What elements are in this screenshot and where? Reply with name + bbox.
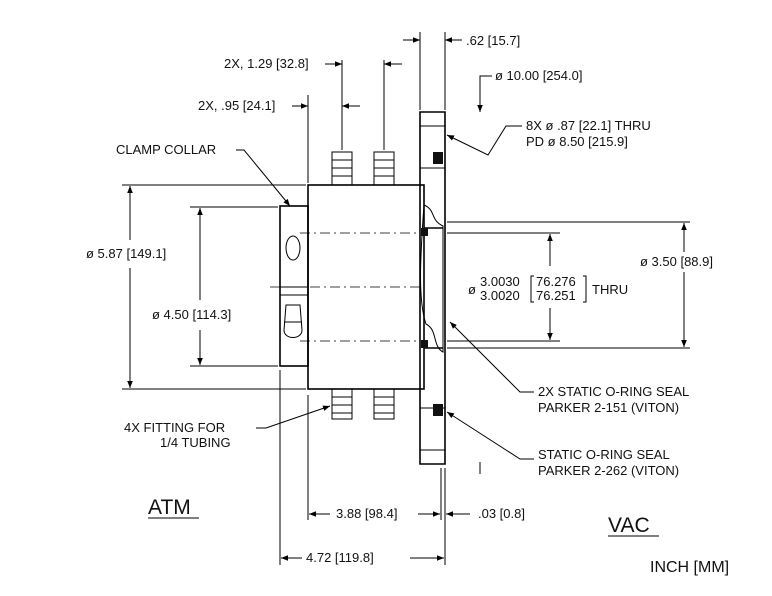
- region-labels: ATM VAC INCH [MM]: [148, 496, 729, 576]
- flange: [419, 111, 446, 465]
- dim-body-length: 3.88 [98.4]: [336, 506, 397, 521]
- note-bolt-holes: 8X ø .87 [22.1] THRU: [526, 118, 651, 133]
- bore-mm-upper: 76.276: [536, 274, 576, 289]
- note-oring-151-line2: PARKER 2-151 (VITON): [538, 400, 679, 415]
- bore-dia-symbol: ø: [468, 282, 476, 297]
- note-fittings-line1: 4X FITTING FOR: [124, 420, 225, 435]
- bore-mm-lower: 76.251: [536, 288, 576, 303]
- label-vac: VAC: [608, 514, 650, 537]
- dim-bore-tolerance: ø 3.0030 3.0020 76.276 76.251 THRU: [468, 274, 628, 303]
- dim-collar-od: ø 5.87 [149.1]: [86, 246, 166, 261]
- label-atm: ATM: [148, 496, 191, 519]
- dimension-labels: .62 [15.7] ø 10.00 [254.0] 2X, 1.29 [32.…: [86, 33, 713, 565]
- dim-body-dia: ø 4.50 [114.3]: [152, 307, 231, 322]
- dim-counterbore: ø 3.50 [88.9]: [640, 254, 713, 269]
- bore-oring-upper: [421, 228, 428, 236]
- bore-thru: THRU: [592, 282, 628, 297]
- dimension-lines: [122, 32, 690, 565]
- note-oring-151-line1: 2X STATIC O-RING SEAL: [538, 384, 689, 399]
- dim-face-gap: .03 [0.8]: [478, 506, 525, 521]
- label-clamp-collar: CLAMP COLLAR: [116, 142, 216, 157]
- bore-in-lower: 3.0020: [480, 288, 520, 303]
- tube-fitting-bottom-right: [373, 388, 395, 420]
- dim-flange-od: ø 10.00 [254.0]: [495, 68, 582, 83]
- note-oring-262-line1: STATIC O-RING SEAL: [538, 447, 670, 462]
- tube-fitting-top-right: [373, 151, 395, 186]
- part-geometry: [270, 111, 446, 465]
- oring-groove-upper: [433, 152, 443, 164]
- dim-flange-thickness: .62 [15.7]: [466, 33, 520, 48]
- note-oring-262-line2: PARKER 2-262 (VITON): [538, 463, 679, 478]
- note-bolt-pitch: PD ø 8.50 [215.9]: [526, 134, 628, 149]
- oring-groove-lower: [433, 404, 443, 416]
- dim-overall-length: 4.72 [119.8]: [306, 550, 374, 565]
- bore-oring-lower: [421, 340, 428, 348]
- note-fittings-line2: 1/4 TUBING: [160, 435, 231, 450]
- tube-fitting-bottom-left: [331, 388, 353, 420]
- bore-in-upper: 3.0030: [480, 274, 520, 289]
- dim-fitting-spacing-inner: 2X, .95 [24.1]: [198, 98, 275, 113]
- clamp-collar: [279, 205, 309, 367]
- tube-fitting-top-left: [331, 151, 353, 186]
- dim-fitting-spacing-outer: 2X, 1.29 [32.8]: [224, 56, 309, 71]
- label-units: INCH [MM]: [650, 559, 729, 576]
